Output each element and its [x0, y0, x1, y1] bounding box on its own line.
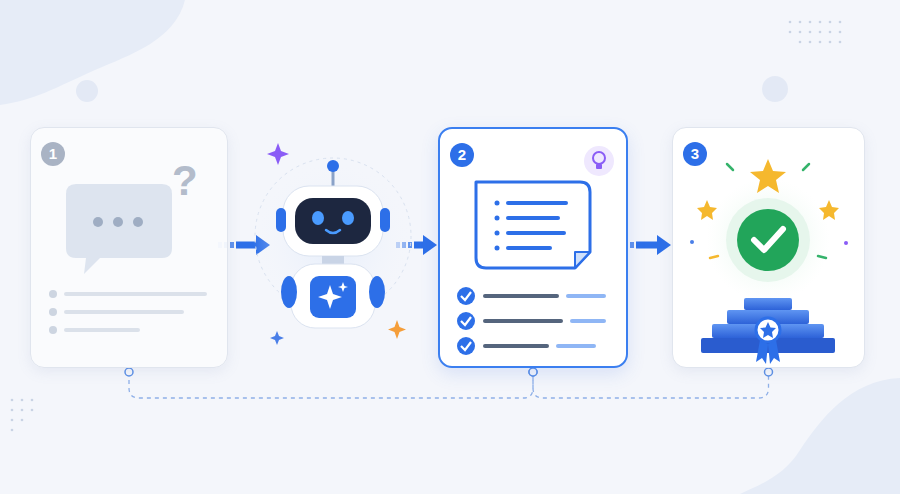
- step-number: 2: [450, 143, 474, 167]
- step-card: 1: [30, 127, 228, 368]
- dashed-link: [125, 368, 537, 398]
- dashed-link: [529, 368, 773, 398]
- step-number: 1: [41, 142, 65, 166]
- step-card: 3: [672, 127, 865, 368]
- step-card: 2: [438, 127, 628, 368]
- robot-illustration: [253, 143, 413, 345]
- question-mark: ?: [172, 160, 198, 202]
- flow-arrow: [218, 235, 437, 255]
- step-number: 3: [683, 142, 707, 166]
